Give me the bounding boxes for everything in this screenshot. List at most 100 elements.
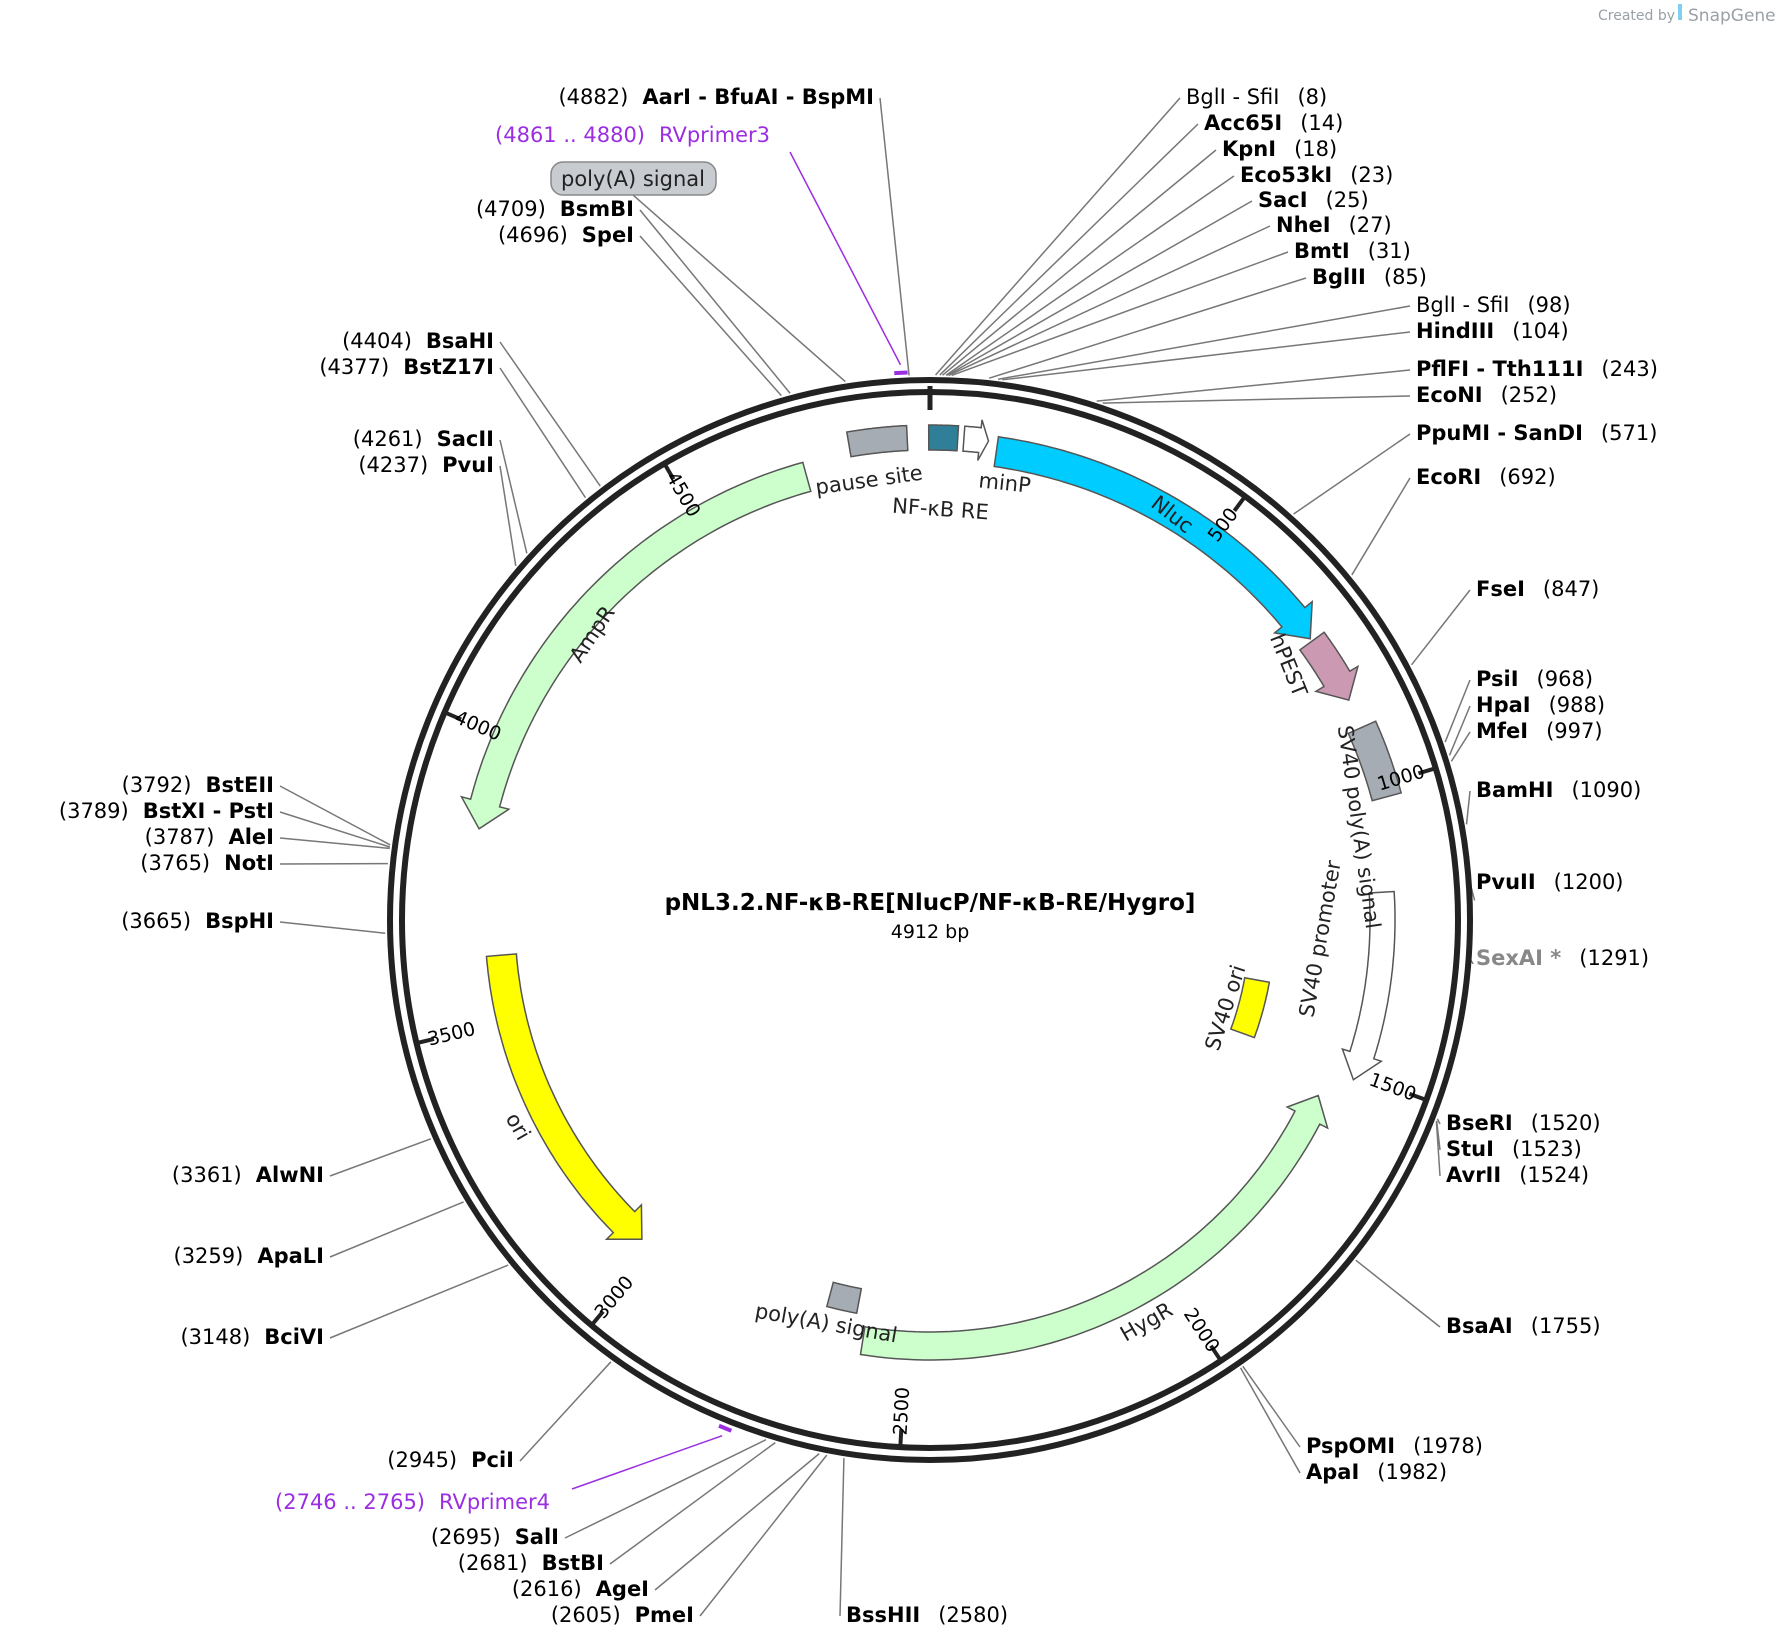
site-label-hindiii[interactable]: HindIII(104) [1416,319,1569,343]
primer-label-rvprimer3[interactable]: (4861 .. 4880)RVprimer3 [495,123,770,147]
feature-sv40-promoter[interactable] [1341,890,1396,1081]
site-label-acc65i[interactable]: Acc65I(14) [1204,111,1343,135]
leader-line [499,439,528,554]
leader-line [1002,331,1411,381]
site-label-bsteii[interactable]: (3792)BstEII [122,773,274,797]
leader-line [279,785,391,846]
site-label-stui[interactable]: StuI(1523) [1446,1137,1582,1161]
site-label-nhei[interactable]: NheI(27) [1276,213,1392,237]
primer-label-rvprimer4[interactable]: (2746 .. 2765)RVprimer4 [275,1490,550,1514]
leader-line [1448,705,1471,756]
primer-mark-rvprimer4[interactable] [718,1423,733,1433]
site-label-bgli-sfii[interactable]: BglI - SfiI(8) [1186,85,1327,109]
site-label-apai[interactable]: ApaI(1982) [1306,1460,1447,1484]
leader-line [947,200,1253,376]
feature-ori[interactable] [485,953,643,1241]
leader-line [945,175,1235,376]
site-label-bstbi[interactable]: (2681)BstBI [458,1551,604,1575]
feature-nluc[interactable] [993,435,1314,640]
site-label-bgli-sfii[interactable]: BglI - SfiI(98) [1416,293,1571,317]
site-label-pvui[interactable]: (4237)PvuI [358,453,494,477]
site-label-bstz17i[interactable]: (4377)BstZ17I [319,355,494,379]
site-label-bmti[interactable]: BmtI(31) [1294,239,1411,263]
feature-polya[interactable] [825,1281,863,1315]
site-label-psii[interactable]: PsiI(968) [1476,667,1593,691]
site-label-econi[interactable]: EcoNI(252) [1416,383,1557,407]
site-label-mfei[interactable]: MfeI(997) [1476,719,1603,743]
leader-line [1102,395,1411,404]
site-label-bsaai[interactable]: BsaAI(1755) [1446,1314,1601,1338]
site-label-kpni[interactable]: KpnI(18) [1222,137,1337,161]
site-label-bsphi[interactable]: (3665)BspHI [121,909,274,933]
primer-leader-line [789,151,902,366]
site-label-ecori[interactable]: EcoRI(692) [1416,465,1556,489]
site-label-bsahi[interactable]: (4404)BsaHI [342,329,494,353]
tick-label: 4500 [661,468,704,521]
site-label-saci[interactable]: SacI(25) [1258,188,1369,212]
site-label-bcivi[interactable]: (3148)BciVI [180,1325,324,1349]
feature-pause-site[interactable] [845,424,909,458]
feature-ampr[interactable] [459,461,812,830]
site-label-alei[interactable]: (3787)AleI [145,825,274,849]
site-label-pvuii[interactable]: PvuII(1200) [1476,870,1624,894]
leader-line [329,1264,509,1339]
site-label-avrii[interactable]: AvrII(1524) [1446,1163,1589,1187]
tick-mark [443,710,462,722]
primer-mark-rvprimer3[interactable] [894,370,908,376]
leader-line [609,1441,776,1565]
feature-label-nfkb-re: NF-κB RE [891,494,989,525]
tick-label: 2500 [889,1386,914,1436]
feature-hpest[interactable] [1298,631,1360,702]
site-label-sali[interactable]: (2695)SalI [431,1525,559,1549]
feature-minp[interactable] [962,419,990,461]
feature-hygr[interactable] [859,1094,1329,1361]
site-label-alwni[interactable]: (3361)AlwNI [172,1163,324,1187]
tick-label: 1500 [1366,1069,1419,1106]
site-label-pspomi[interactable]: PspOMI(1978) [1306,1434,1483,1458]
site-label-bsmbi[interactable]: (4709)BsmBI [476,197,634,221]
site-label-pmei[interactable]: (2605)PmeI [551,1603,694,1627]
site-label-pflfi-tth111i[interactable]: PflFI - Tth111I(243) [1416,357,1658,381]
site-label-hpai[interactable]: HpaI(988) [1476,693,1605,717]
tick-mark [589,1310,605,1327]
snapgene-brand: Created by SnapGene [1598,4,1776,26]
leader-line [948,225,1271,377]
leader-line [839,1458,845,1617]
leader-line [935,97,1181,376]
site-label-pcii[interactable]: (2945)PciI [387,1448,514,1472]
site-label-ppumi-sandi[interactable]: PpuMI - SanDI(571) [1416,421,1657,445]
site-label-bamhi[interactable]: BamHI(1090) [1476,778,1641,802]
backbone-inner-strand [399,389,1461,1451]
leader-line [1351,477,1411,576]
site-label-bglii[interactable]: BglII(85) [1312,265,1427,289]
site-label-spei[interactable]: (4696)SpeI [498,223,634,247]
leader-line [939,123,1199,376]
site-label-eco53ki[interactable]: Eco53kI(23) [1240,163,1393,187]
feature-sv40-ori[interactable] [1229,976,1271,1039]
brand-app-name: SnapGene [1688,6,1776,26]
site-label-noti[interactable]: (3765)NotI [140,851,274,875]
leader-line [564,1439,767,1539]
site-label-sexai[interactable]: SexAI *(1291) [1476,946,1649,970]
site-label-sacii[interactable]: (4261)SacII [353,427,494,451]
leader-line [1242,1365,1301,1448]
primer-leader-line [571,1434,723,1490]
site-label-aari-bfuai-bspmi[interactable]: (4882)AarI - BfuAI - BspMI [558,85,874,109]
site-label-fsei[interactable]: FseI(847) [1476,577,1599,601]
feature-label-minp: minP [977,468,1031,497]
polya-badge[interactable]: poly(A) signal [550,161,717,196]
site-label-apali[interactable]: (3259)ApaLI [174,1244,325,1268]
leader-line [1410,589,1471,666]
site-label-bstxi-psti[interactable]: (3789)BstXI - PstI [59,799,274,823]
site-label-agei[interactable]: (2616)AgeI [512,1577,649,1601]
leader-line [1444,679,1471,743]
site-label-bseri[interactable]: BseRI(1520) [1446,1111,1601,1135]
tick-mark [662,462,676,481]
leader-line [279,837,390,850]
feature-sv40-polya[interactable] [1347,720,1403,802]
site-label-bsshii[interactable]: BssHII(2580) [846,1603,1008,1627]
feature-nfkb-re[interactable] [927,424,960,452]
leader-line [1355,1259,1441,1328]
